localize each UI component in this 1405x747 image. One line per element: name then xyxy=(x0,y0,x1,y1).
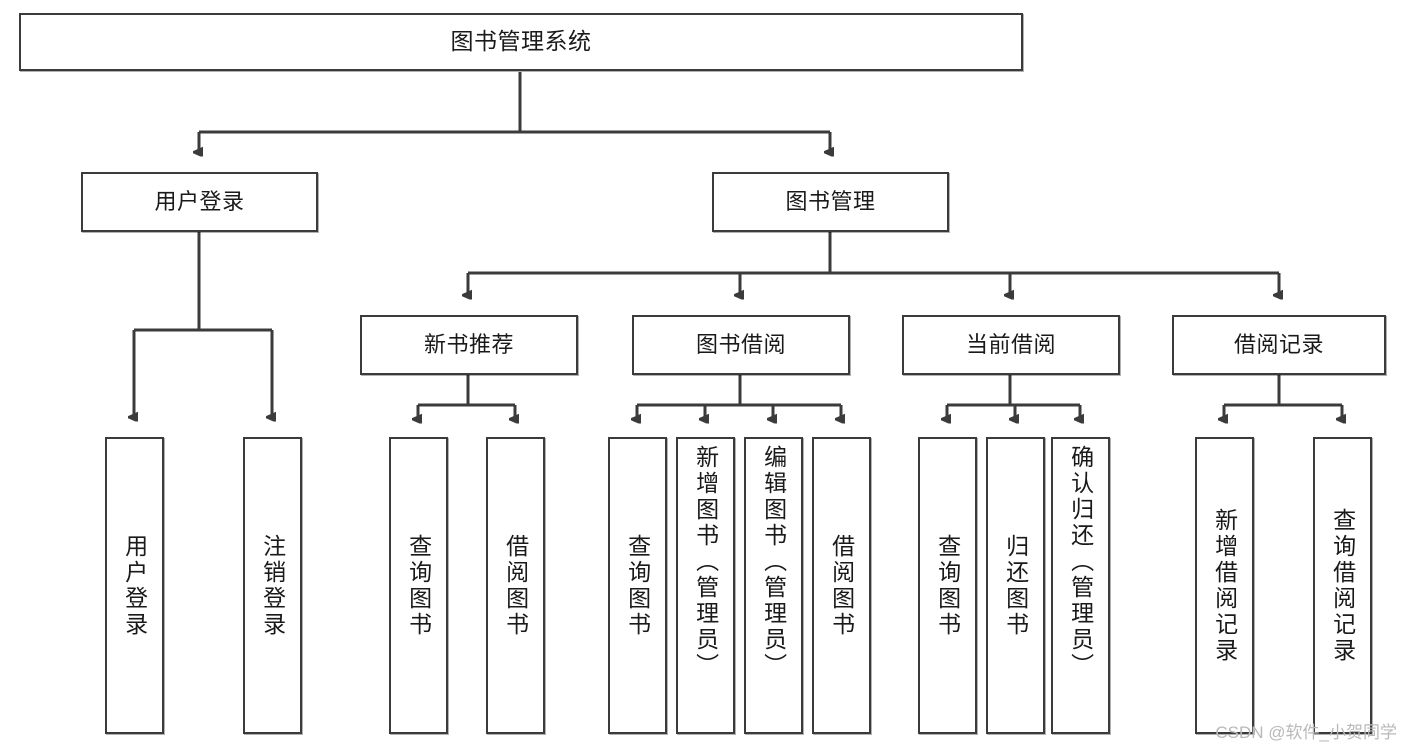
leaf-user-login-signout[interactable]: 注销登录 xyxy=(243,437,302,734)
node-book-borrow-label: 图书借阅 xyxy=(695,332,786,358)
leaf-new-book-borrow-label: 借阅图书 xyxy=(502,533,529,638)
node-book-borrow[interactable]: 图书借阅 xyxy=(632,315,850,375)
node-book-management[interactable]: 图书管理 xyxy=(712,172,949,232)
leaf-current-borrow-query-label: 查询图书 xyxy=(934,533,961,638)
leaf-current-borrow-confirm[interactable]: 确认归还（管理员） xyxy=(1051,437,1110,734)
leaf-borrow-record-add-label: 新增借阅记录 xyxy=(1211,507,1238,664)
leaf-book-borrow-edit-label: 编辑图书（管理员） xyxy=(760,445,787,679)
leaf-borrow-record-query-label: 查询借阅记录 xyxy=(1329,507,1356,664)
leaf-current-borrow-return-label: 归还图书 xyxy=(1002,533,1029,638)
leaf-current-borrow-confirm-label: 确认归还（管理员） xyxy=(1067,445,1094,679)
leaf-new-book-query[interactable]: 查询图书 xyxy=(389,437,448,734)
leaf-user-login-signin-label: 用户登录 xyxy=(121,533,148,638)
leaf-book-borrow-add[interactable]: 新增图书（管理员） xyxy=(676,437,735,734)
leaf-book-borrow-add-label: 新增图书（管理员） xyxy=(692,445,719,679)
leaf-book-borrow-borrow-label: 借阅图书 xyxy=(828,533,855,638)
leaf-borrow-record-add[interactable]: 新增借阅记录 xyxy=(1195,437,1254,734)
node-user-login-label: 用户登录 xyxy=(154,189,245,215)
leaf-current-borrow-query[interactable]: 查询图书 xyxy=(918,437,977,734)
node-user-login[interactable]: 用户登录 xyxy=(81,172,318,232)
node-new-book-recommend[interactable]: 新书推荐 xyxy=(360,315,578,375)
leaf-new-book-borrow[interactable]: 借阅图书 xyxy=(486,437,545,734)
leaf-book-borrow-borrow[interactable]: 借阅图书 xyxy=(812,437,871,734)
node-borrow-record-label: 借阅记录 xyxy=(1233,332,1324,358)
node-new-book-recommend-label: 新书推荐 xyxy=(423,332,514,358)
node-current-borrow-label: 当前借阅 xyxy=(965,332,1056,358)
node-root-label: 图书管理系统 xyxy=(450,28,592,55)
leaf-book-borrow-edit[interactable]: 编辑图书（管理员） xyxy=(744,437,803,734)
watermark-text: CSDN @软件_小贺同学 xyxy=(1215,723,1397,742)
leaf-new-book-query-label: 查询图书 xyxy=(405,533,432,638)
leaf-book-borrow-query[interactable]: 查询图书 xyxy=(608,437,667,734)
leaf-current-borrow-return[interactable]: 归还图书 xyxy=(986,437,1045,734)
node-current-borrow[interactable]: 当前借阅 xyxy=(902,315,1120,375)
leaf-user-login-signout-label: 注销登录 xyxy=(259,533,286,638)
leaf-user-login-signin[interactable]: 用户登录 xyxy=(105,437,164,734)
node-root-system[interactable]: 图书管理系统 xyxy=(19,13,1023,71)
leaf-book-borrow-query-label: 查询图书 xyxy=(624,533,651,638)
node-book-management-label: 图书管理 xyxy=(785,189,876,215)
leaf-borrow-record-query[interactable]: 查询借阅记录 xyxy=(1313,437,1372,734)
node-borrow-record[interactable]: 借阅记录 xyxy=(1172,315,1386,375)
